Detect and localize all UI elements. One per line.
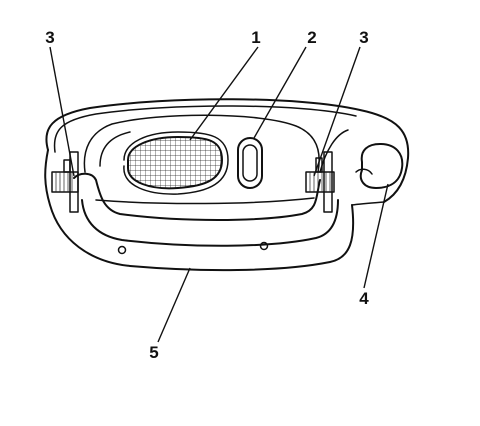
lamp-switch [237, 137, 263, 189]
callout-5: 5 [149, 343, 158, 362]
callout-4: 4 [359, 289, 369, 308]
callout-2: 2 [307, 28, 316, 47]
callout-3-right: 3 [359, 28, 368, 47]
leader-lines [49, 46, 389, 343]
leader-3-right [313, 46, 361, 177]
grab-handle [73, 172, 339, 255]
reading-lamp-lens [123, 131, 229, 195]
leader-1 [189, 46, 259, 141]
left-hinge [51, 151, 79, 213]
leader-5 [157, 267, 191, 343]
leader-2 [253, 46, 307, 139]
leader-3-left [49, 46, 75, 177]
callout-3-left: 3 [45, 28, 54, 47]
callout-1: 1 [251, 28, 260, 47]
leader-4 [363, 183, 389, 289]
coat-hook [355, 143, 404, 189]
console-housing [44, 98, 410, 272]
